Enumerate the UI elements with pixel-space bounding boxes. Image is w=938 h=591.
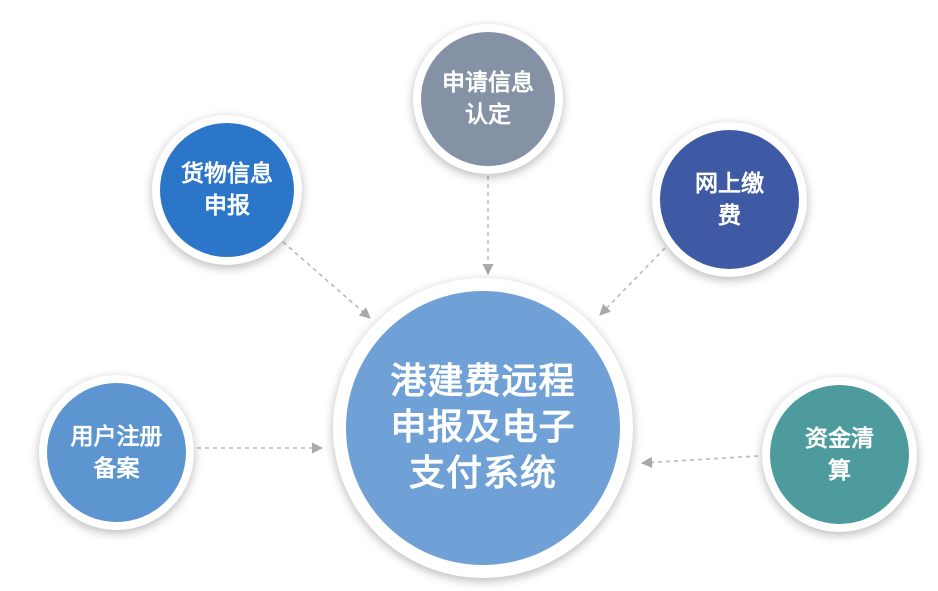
connector-goods-to-center (282, 241, 371, 319)
node-pay-circle: 网上缴费 (660, 130, 799, 269)
node-apply-info: 申请信息认定 (413, 24, 563, 174)
node-settle-circle: 资金清算 (770, 385, 909, 524)
connector-settle-to-center (640, 455, 759, 468)
node-pay-label: 网上缴费 (695, 170, 764, 229)
node-online-payment: 网上缴费 (652, 122, 807, 277)
node-settle-label: 资金清算 (805, 425, 874, 484)
node-apply-label: 申请信息认定 (442, 70, 534, 128)
node-goods-declaration: 货物信息申报 (152, 115, 302, 265)
node-fund-settlement: 资金清算 (762, 377, 917, 532)
node-user-registration: 用户注册备案 (39, 375, 194, 530)
node-apply-circle: 申请信息认定 (421, 32, 555, 166)
node-center-circle: 港建费远程申报及电子支付系统 (346, 291, 620, 565)
node-goods-label: 货物信息申报 (181, 161, 273, 219)
connector-pay-to-center (599, 247, 666, 316)
node-goods-circle: 货物信息申报 (160, 123, 294, 257)
node-center-label: 港建费远程申报及电子支付系统 (390, 361, 576, 494)
node-center-system: 港建费远程申报及电子支付系统 (333, 278, 633, 578)
node-user-label: 用户注册备案 (70, 423, 163, 482)
node-user-circle: 用户注册备案 (47, 383, 186, 522)
